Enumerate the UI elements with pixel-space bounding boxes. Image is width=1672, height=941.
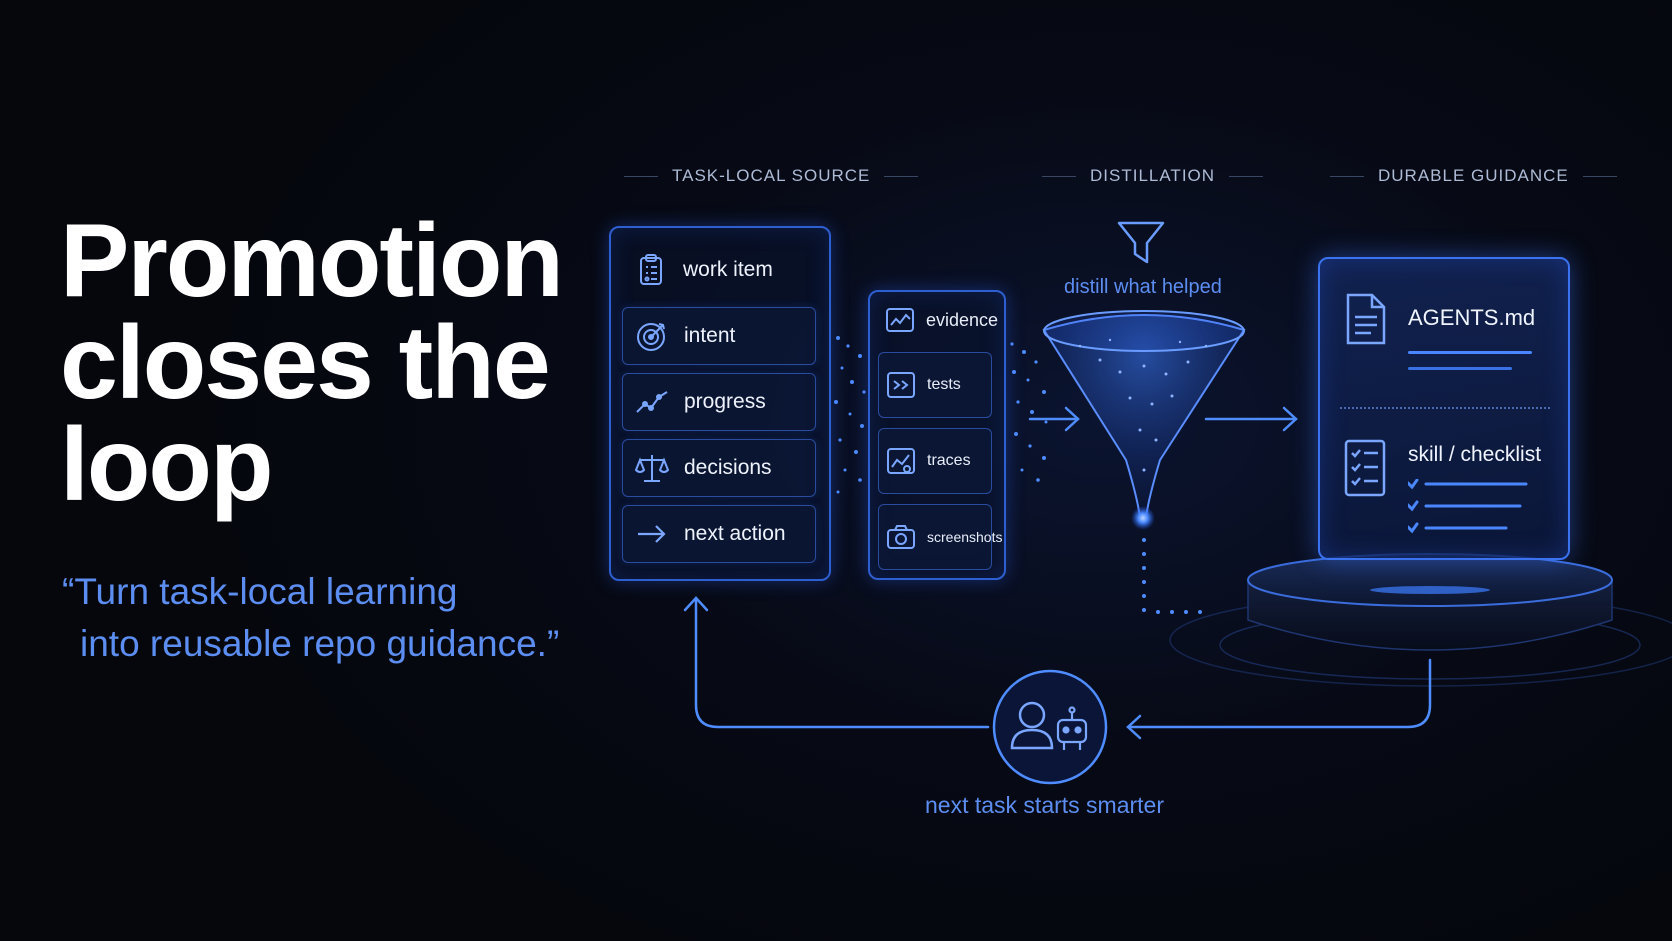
headline-line: Promotion: [60, 203, 564, 319]
terminal-icon: [885, 369, 917, 401]
evidence-item-label: tests: [927, 376, 961, 393]
source-item-decisions: decisions: [622, 439, 816, 497]
checklist-lines: [1406, 478, 1538, 549]
target-icon: [634, 318, 670, 354]
dotted-connector: [1142, 538, 1202, 614]
document-icon: [1344, 291, 1388, 347]
funnel: [1042, 310, 1246, 530]
platform: [1169, 553, 1672, 687]
doc-underline: [1408, 367, 1512, 370]
trace-chart-icon: [885, 445, 917, 477]
filter-icon: [1117, 221, 1165, 264]
checklist-title: skill / checklist: [1408, 443, 1542, 466]
quote: “Turn task-local learning into reusable …: [62, 566, 582, 670]
scale-icon: [634, 450, 670, 486]
headline: Promotion closes the loop: [60, 203, 580, 523]
user-icon: [1010, 701, 1054, 750]
evidence-item-label: evidence: [926, 309, 999, 330]
source-item-label: decisions: [684, 456, 772, 479]
source-item-next-action: next action: [622, 505, 816, 563]
stage-label-text: TASK-LOCAL SOURCE: [672, 166, 871, 185]
particle-stream: [1010, 342, 1048, 482]
distill-caption: distill what helped: [1064, 276, 1222, 298]
divider: [1340, 407, 1550, 409]
stage-label-text: DISTILLATION: [1090, 166, 1216, 185]
source-item-intent: intent: [622, 307, 816, 365]
source-item-label: progress: [684, 390, 766, 413]
headline-line: closes the: [60, 305, 551, 421]
evidence-item-tests: tests: [878, 352, 992, 418]
evidence-item-evidence: evidence: [878, 300, 999, 340]
quote-line: “Turn task-local learning: [62, 571, 458, 612]
stage-label-distillation: DISTILLATION: [1042, 166, 1263, 186]
source-item-progress: progress: [622, 373, 816, 431]
source-item-work-item: work item: [624, 248, 816, 292]
stage-label-durable: DURABLE GUIDANCE: [1330, 166, 1617, 186]
quote-line: into reusable repo guidance.”: [80, 623, 560, 664]
source-item-label: intent: [684, 324, 736, 347]
arrow-right-icon: [634, 516, 670, 552]
camera-icon: [885, 521, 917, 553]
loop-caption: next task starts smarter: [925, 792, 1165, 818]
arrow-into-funnel: [1028, 406, 1080, 432]
checklist-icon: [1342, 437, 1388, 499]
particle-stream: [834, 336, 866, 494]
evidence-item-screenshots: screenshots: [878, 504, 1002, 570]
clipboard-list-icon: [633, 252, 669, 288]
evidence-item-label: screenshots: [927, 529, 1003, 545]
evidence-item-label: traces: [927, 452, 971, 469]
doc-underline: [1408, 351, 1532, 354]
loop-line: [683, 596, 1432, 740]
trend-line-icon: [634, 384, 670, 420]
source-item-label: work item: [683, 258, 773, 281]
headline-line: loop: [60, 407, 273, 523]
evidence-item-traces: traces: [878, 428, 992, 494]
doc-title: AGENTS.md: [1408, 305, 1536, 330]
robot-icon: [1056, 706, 1088, 750]
chart-icon: [884, 304, 916, 336]
stage-label-text: DURABLE GUIDANCE: [1378, 166, 1569, 185]
loop-node: [992, 669, 1108, 785]
stage-label-source: TASK-LOCAL SOURCE: [624, 166, 918, 186]
arrow-to-guidance: [1204, 406, 1298, 432]
guidance-panel: AGENTS.md skill / checklist: [1318, 257, 1570, 560]
source-item-label: next action: [684, 522, 786, 545]
